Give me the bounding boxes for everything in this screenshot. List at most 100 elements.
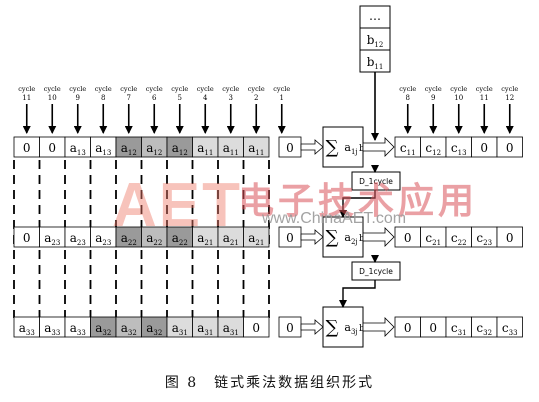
cycle-word-label: cycle (197, 85, 214, 93)
row-input-arrow (300, 319, 324, 335)
input-cell-value: a22 (172, 231, 188, 247)
output-cell-value: c21 (425, 231, 441, 247)
input-cell-value: a23 (95, 231, 111, 247)
cycle-number-label: 9 (76, 94, 80, 102)
cycle-word-label: cycle (18, 85, 35, 93)
output-cell-value: c32 (476, 321, 492, 337)
output-cell-value: 0 (506, 141, 514, 155)
cycle-number-label: 11 (480, 94, 489, 102)
cycle-word-label: cycle (399, 85, 416, 93)
input-cell-value: 0 (23, 141, 31, 155)
input-cell-value: a23 (70, 231, 86, 247)
sum-symbol: ∑ (326, 227, 339, 248)
cycle-word-label: cycle (146, 85, 163, 93)
input-cell (243, 136, 270, 158)
input-cell-value: a13 (95, 141, 111, 157)
input-cell-value: 0 (23, 231, 31, 245)
output-cell-value: 0 (404, 231, 412, 245)
input-cell-value: 0 (48, 141, 56, 155)
input-cell-value: a12 (146, 141, 162, 157)
output-cell (496, 136, 523, 158)
cycle-number-label: 2 (254, 94, 258, 102)
output-cell-value: c33 (502, 321, 518, 337)
cycle-word-label: cycle (425, 85, 442, 93)
cycle-word-label: cycle (120, 85, 137, 93)
input-cell-value: a33 (19, 321, 35, 337)
cycle-word-label: cycle (222, 85, 239, 93)
cycle-number-label: 10 (454, 94, 463, 102)
b-stack-value: b12 (367, 33, 384, 49)
sum-term-a: a3j (344, 321, 357, 336)
input-cell-value: a23 (44, 231, 60, 247)
delay-out-arrow (339, 190, 376, 218)
cycle-number-label: 6 (152, 94, 157, 102)
input-cell-value: a32 (121, 321, 137, 337)
input-cell-value: a13 (70, 141, 86, 157)
input-cell-value: a12 (121, 141, 137, 157)
input-cell-value: a21 (223, 231, 239, 247)
input-cell-value: a11 (223, 141, 239, 157)
sum-symbol: ∑ (326, 137, 339, 158)
cycle-word-label: cycle (95, 85, 112, 93)
row-input-arrow (300, 229, 324, 245)
sum-term-b: b (359, 234, 365, 244)
cycle-number-label: 8 (406, 94, 410, 102)
output-cell-value: c31 (451, 321, 467, 337)
row-output-arrow (362, 317, 395, 337)
sum-term-a: a2j (344, 231, 357, 246)
cycle-word-label: cycle (69, 85, 86, 93)
sum-term-b: b (359, 324, 365, 334)
row-input-arrow (300, 139, 324, 155)
input-cell (243, 226, 270, 248)
sum-accumulator-box (322, 126, 364, 168)
cycle-number-label: 1 (280, 94, 284, 102)
input-cell (243, 316, 270, 338)
input-cell-value: a21 (197, 231, 213, 247)
output-cell-value: c22 (451, 231, 467, 247)
sum-symbol: ∑ (326, 317, 339, 338)
output-cell-value: c12 (425, 141, 441, 157)
input-cell-value: a11 (248, 141, 264, 157)
delay-block-label: D_1cycle (359, 267, 393, 276)
sum-term-b: b (359, 144, 365, 154)
input-cell-value: a31 (223, 321, 239, 337)
input-cell-value: a22 (146, 231, 162, 247)
cycle-number-label: 11 (22, 94, 31, 102)
cycle-number-label: 3 (229, 94, 233, 102)
input-cell-value: a33 (44, 321, 60, 337)
output-cell-value: c23 (476, 231, 492, 247)
input-cell-value: a22 (121, 231, 137, 247)
cycle-word-label: cycle (273, 85, 290, 93)
output-cell-value: 0 (404, 321, 412, 335)
input-cell-value: a21 (248, 231, 264, 247)
input-cell-value: a33 (70, 321, 86, 337)
cycle-number-label: 9 (431, 94, 435, 102)
cycle-number-label: 5 (178, 94, 182, 102)
cycle-number-label: 7 (127, 94, 131, 102)
zero-cell-value: 0 (286, 141, 294, 155)
zero-cell-value: 0 (286, 321, 294, 335)
input-cell-value: a31 (172, 321, 188, 337)
cycle-number-label: 10 (48, 94, 57, 102)
input-cell-value: a32 (146, 321, 162, 337)
delay-block-label: D_1cycle (359, 177, 393, 186)
output-cell-value: 0 (480, 141, 488, 155)
output-cell (496, 316, 523, 338)
output-cell (496, 226, 523, 248)
cycle-number-label: 8 (101, 94, 105, 102)
input-cell-value: a32 (95, 321, 111, 337)
cycle-word-label: cycle (476, 85, 493, 93)
cycle-number-label: 4 (203, 94, 208, 102)
cycle-word-label: cycle (171, 85, 188, 93)
cycle-word-label: cycle (44, 85, 61, 93)
delay-out-arrow (339, 280, 376, 308)
input-cell-value: a31 (197, 321, 213, 337)
row-output-arrow (362, 137, 395, 157)
b-stack-value: … (369, 9, 381, 23)
output-cell-value: 0 (506, 231, 514, 245)
zero-cell-value: 0 (286, 231, 294, 245)
input-cell-value: a12 (172, 141, 188, 157)
figure-caption: 图 8 链式乘法数据组织形式 (164, 375, 375, 391)
output-cell-value: c13 (451, 141, 467, 157)
